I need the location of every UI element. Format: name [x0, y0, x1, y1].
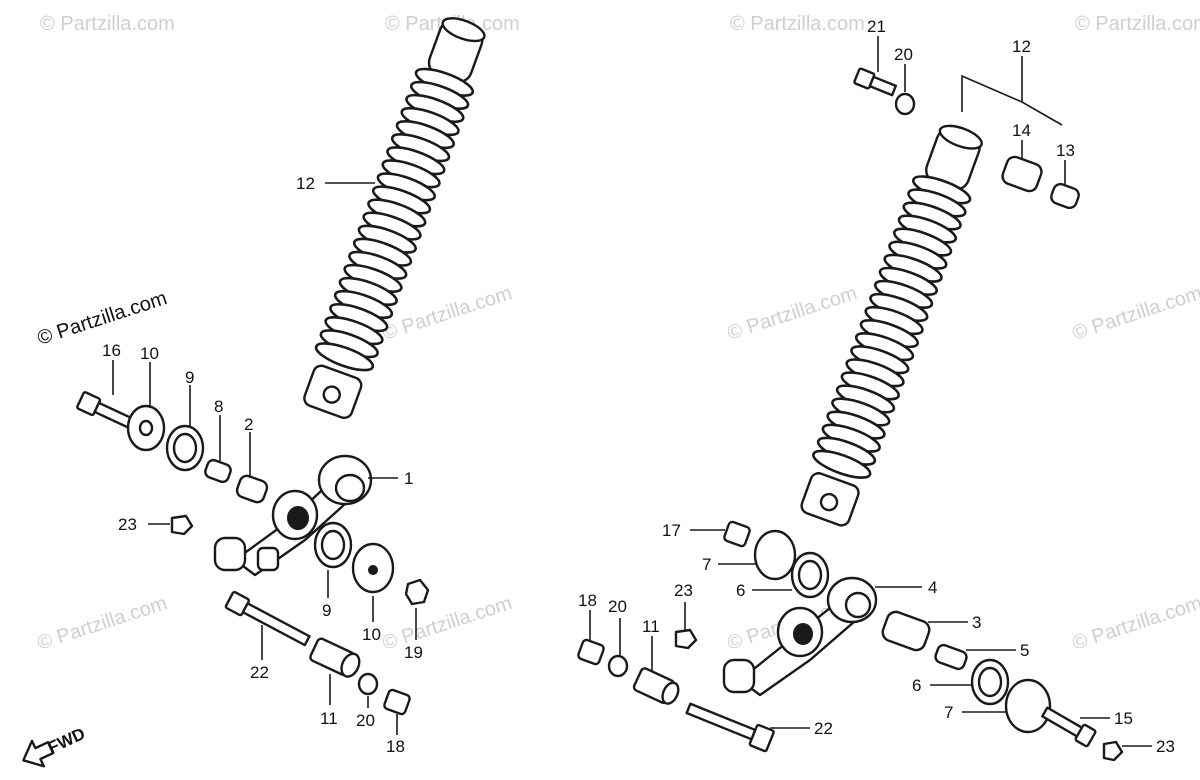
callout-11: 11 — [320, 709, 338, 728]
washer — [753, 529, 797, 581]
shock-link — [722, 576, 878, 697]
watermark: © Partzilla.com — [1070, 282, 1200, 345]
washer — [1004, 678, 1052, 734]
callout-12: 12 — [296, 174, 315, 193]
callout-20: 20 — [356, 711, 375, 730]
bolt — [76, 391, 133, 429]
callout-18: 18 — [578, 591, 597, 610]
shock-top-eye-face — [441, 17, 486, 43]
bushing — [934, 643, 968, 671]
shock-spring — [812, 175, 972, 479]
callout-9: 9 — [322, 601, 331, 620]
callout-22: 22 — [814, 719, 833, 738]
bolt — [1041, 706, 1097, 748]
collar — [1050, 182, 1080, 210]
nut — [383, 688, 411, 716]
left-hardware — [76, 391, 430, 716]
callout-16: 16 — [102, 341, 121, 360]
callout-6: 6 — [736, 581, 745, 600]
collar — [881, 610, 931, 652]
nut — [170, 514, 194, 536]
nut — [1102, 740, 1124, 762]
washer — [607, 654, 629, 678]
forward-label: FWD — [45, 724, 88, 758]
bolt — [685, 702, 775, 753]
callout-17: 17 — [662, 521, 681, 540]
callout-12: 12 — [1012, 37, 1031, 56]
callout-23: 23 — [118, 515, 137, 534]
oil-seal-inner — [172, 432, 198, 464]
spring-coil — [812, 449, 872, 479]
callout-6: 6 — [912, 676, 921, 695]
forward-arrow-icon — [22, 739, 55, 768]
leader-lines — [112, 36, 1152, 747]
bolt — [853, 67, 898, 97]
callout-3: 3 — [972, 613, 981, 632]
callout-13: 13 — [1056, 141, 1075, 160]
callout-7: 7 — [944, 703, 953, 722]
callout-10: 10 — [140, 344, 159, 363]
oil-seal-inner — [797, 559, 823, 591]
spring-coil — [314, 342, 375, 372]
adjuster-block — [632, 667, 680, 705]
shock-bottom-hole — [322, 385, 341, 404]
shock-top-eye-face — [938, 124, 983, 150]
watermark: © Partzilla.com — [725, 282, 860, 345]
callout-7: 7 — [702, 555, 711, 574]
bolt — [224, 590, 311, 647]
callouts-right: 21 20 12 14 13 17 7 6 4 3 5 6 7 15 23 23… — [578, 17, 1175, 756]
watermark: © Partzilla.com — [730, 13, 865, 35]
callouts-left: 12 16 10 9 8 2 1 23 9 10 19 22 11 20 18 — [102, 174, 423, 756]
callout-23: 23 — [674, 581, 693, 600]
right-hardware — [577, 67, 1124, 762]
callout-19: 19 — [404, 643, 423, 662]
callout-8: 8 — [214, 397, 223, 416]
callout-11: 11 — [642, 617, 660, 636]
washer-hole — [138, 419, 154, 437]
nut — [404, 578, 430, 606]
callout-9: 9 — [185, 368, 194, 387]
left-shock-absorber — [303, 17, 486, 420]
nut — [674, 628, 698, 650]
oil-seal-inner — [320, 529, 346, 561]
nut — [577, 638, 605, 666]
watermark: © Partzilla.com — [35, 592, 170, 655]
callout-5: 5 — [1020, 641, 1029, 660]
callout-20: 20 — [608, 597, 627, 616]
shock-link — [213, 454, 373, 577]
bushing — [1001, 155, 1043, 193]
watermark-layer: © Partzilla.com © Partzilla.com © Partzi… — [35, 13, 1200, 655]
nut — [723, 520, 751, 548]
callout-1: 1 — [404, 469, 413, 488]
watermark: © Partzilla.com — [1075, 13, 1200, 35]
watermark: © Partzilla.com — [380, 592, 515, 655]
watermark: © Partzilla.com — [1070, 592, 1200, 655]
washer — [894, 92, 916, 116]
callout-20: 20 — [894, 45, 913, 64]
shock-bottom-hole — [819, 492, 839, 512]
callout-18: 18 — [386, 737, 405, 756]
bushing — [204, 458, 232, 484]
callout-10: 10 — [362, 625, 381, 644]
collar — [235, 474, 269, 504]
oil-seal-inner — [977, 666, 1003, 698]
shock-spring — [314, 67, 475, 372]
watermark: © Partzilla.com — [40, 13, 175, 35]
callout-2: 2 — [244, 415, 253, 434]
washer — [357, 672, 379, 696]
adjuster-block — [309, 637, 361, 678]
callout-22: 22 — [250, 663, 269, 682]
right-shock-absorber — [800, 124, 983, 527]
callout-21: 21 — [867, 17, 886, 36]
callout-23: 23 — [1156, 737, 1175, 756]
callout-4: 4 — [928, 578, 937, 597]
callout-15: 15 — [1114, 709, 1133, 728]
forward-direction-indicator: FWD — [22, 724, 88, 768]
washer-hole — [368, 565, 378, 575]
callout-14: 14 — [1012, 121, 1031, 140]
